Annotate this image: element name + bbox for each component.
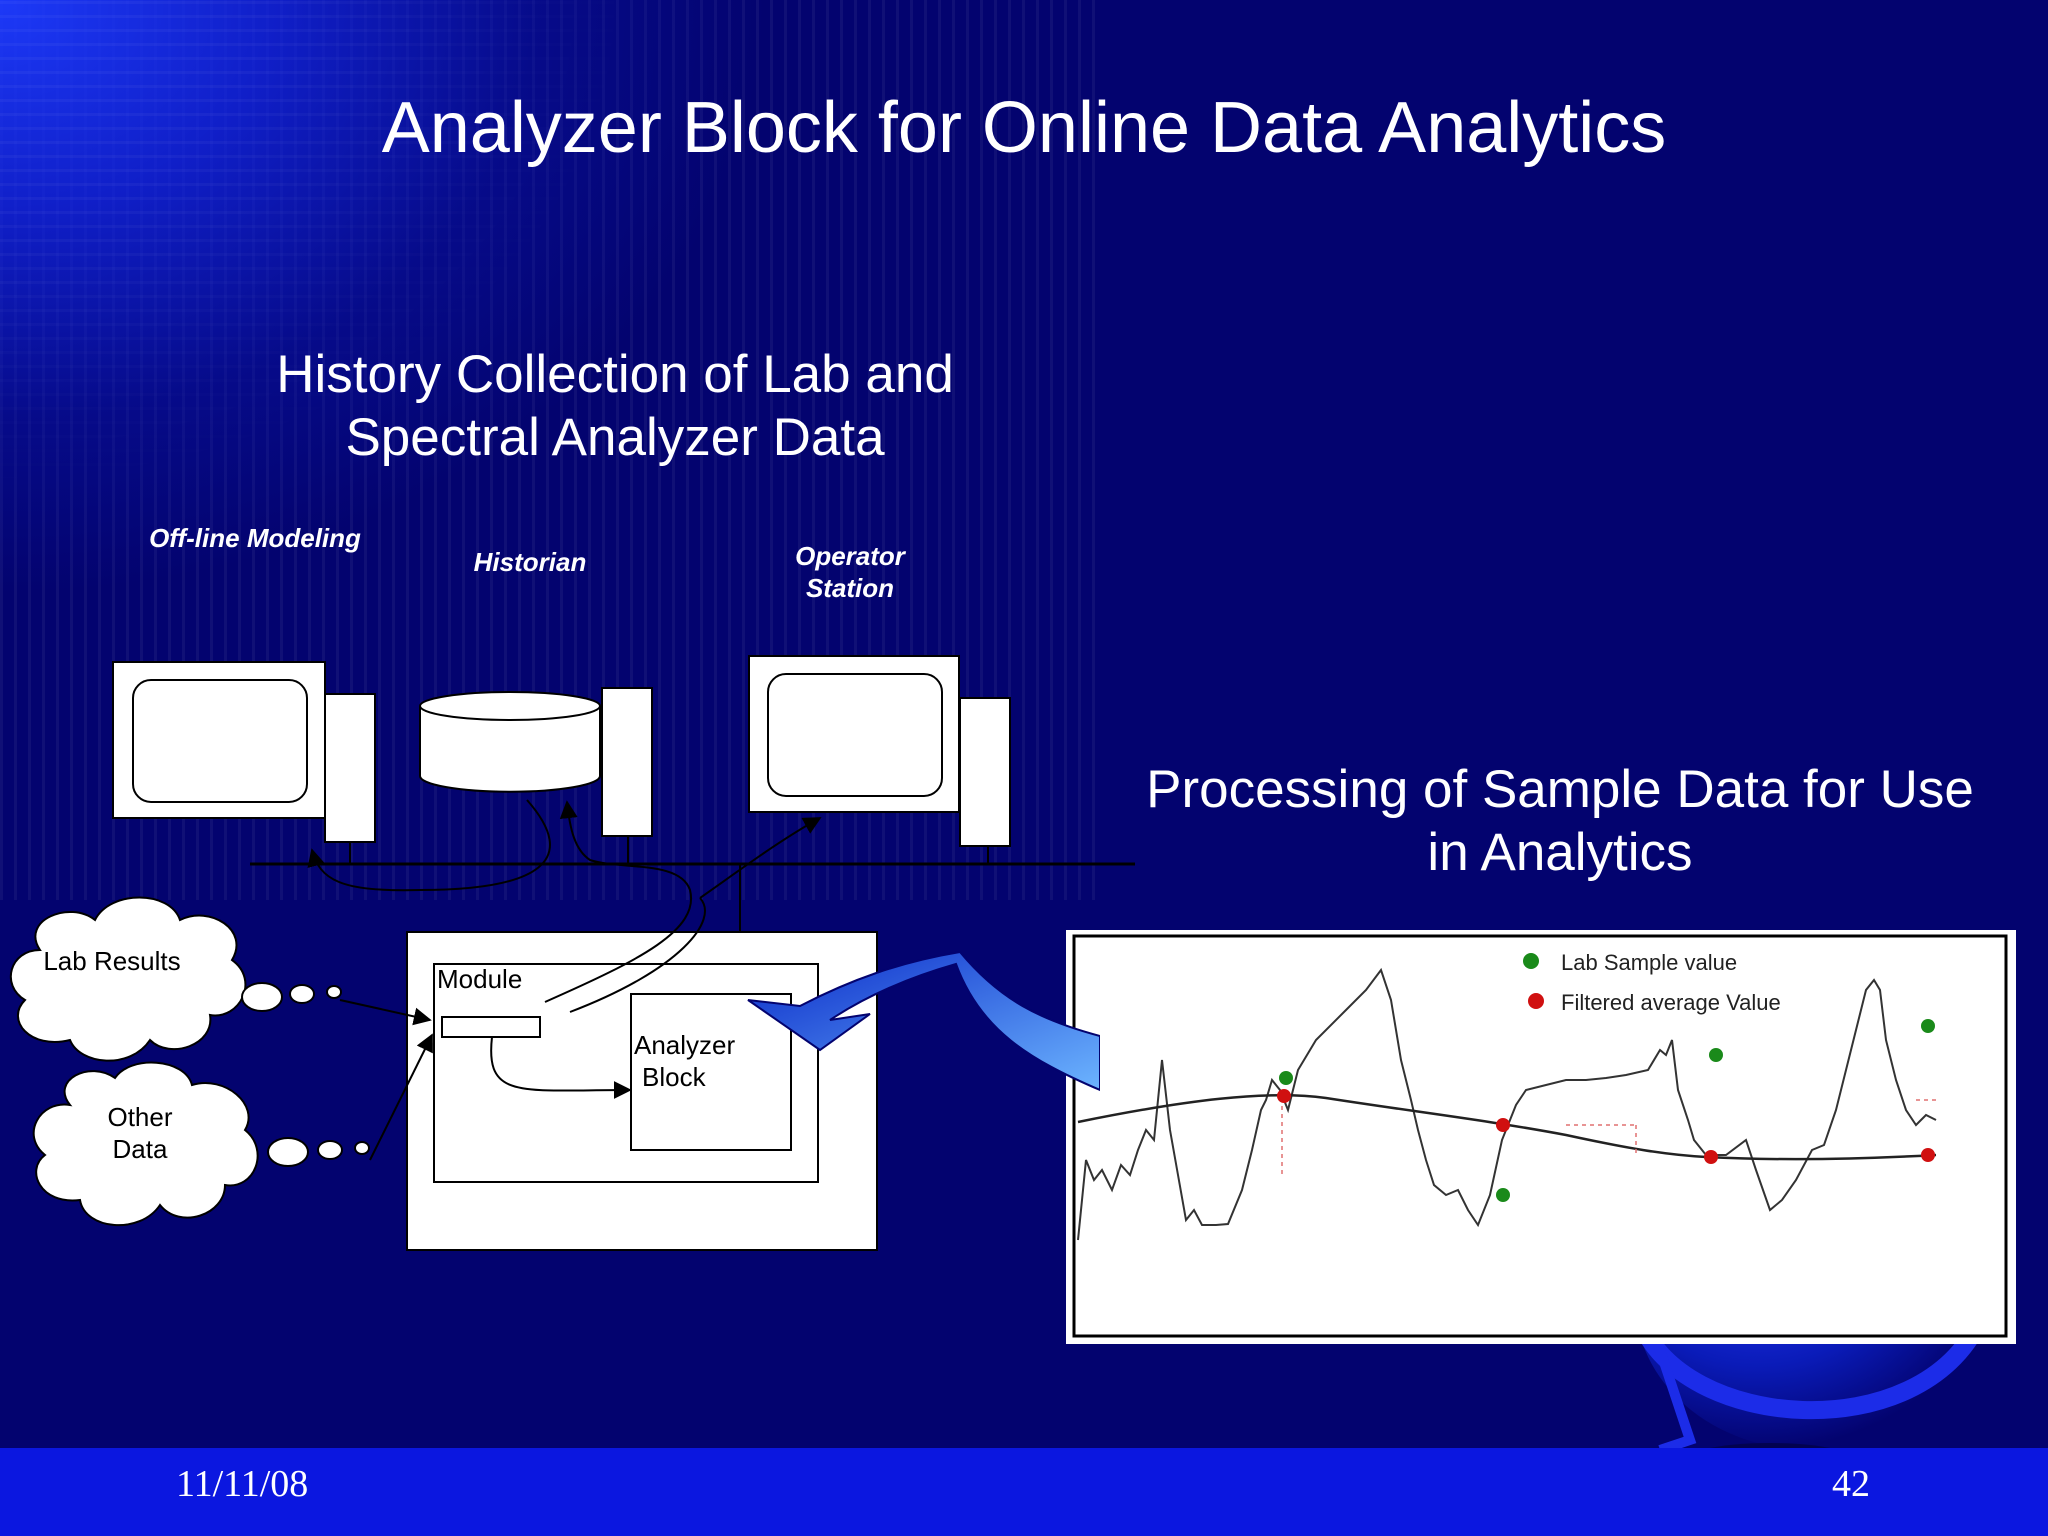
sample-point bbox=[1709, 1048, 1723, 1062]
filtered-point bbox=[1704, 1150, 1718, 1164]
sample-point bbox=[1496, 1188, 1510, 1202]
filtered-point bbox=[1921, 1148, 1935, 1162]
lab-results-cloud-icon bbox=[11, 898, 341, 1061]
sample-point bbox=[1279, 1071, 1293, 1085]
sample-data-chart: Lab Sample value Filtered average Value bbox=[1066, 930, 2016, 1344]
page-number: 42 bbox=[1832, 1462, 1870, 1506]
offline-modeling-computer-icon bbox=[113, 662, 375, 842]
legend-filtered-marker bbox=[1528, 993, 1544, 1009]
legend-filtered-label: Filtered average Value bbox=[1561, 990, 1781, 1015]
analyzer-block-label-2: Block bbox=[642, 1062, 707, 1092]
left-heading: History Collection of Lab and Spectral A… bbox=[200, 343, 1030, 469]
sample-point bbox=[1921, 1019, 1935, 1033]
other-data-label-2: Data bbox=[113, 1134, 168, 1164]
historian-database-icon bbox=[420, 688, 652, 836]
lab-results-label: Lab Results bbox=[43, 946, 180, 976]
operator-station-computer-icon bbox=[749, 656, 1010, 846]
other-data-cloud-icon bbox=[34, 1063, 369, 1226]
curved-arrow-icon bbox=[740, 940, 1100, 1100]
filtered-point bbox=[1277, 1089, 1291, 1103]
input-block bbox=[442, 1017, 540, 1037]
footer-date: 11/11/08 bbox=[176, 1462, 308, 1506]
module-label: Module bbox=[437, 964, 522, 994]
offline-modeling-label: Off-line Modeling bbox=[120, 522, 390, 554]
legend-sample-label: Lab Sample value bbox=[1561, 950, 1737, 975]
slide-title: Analyzer Block for Online Data Analytics bbox=[0, 86, 2048, 170]
filtered-point bbox=[1496, 1118, 1510, 1132]
other-data-label-1: Other bbox=[107, 1102, 172, 1132]
right-heading: Processing of Sample Data for Use in Ana… bbox=[1140, 758, 1980, 884]
historian-label: Historian bbox=[430, 546, 630, 578]
analyzer-block-label-1: Analyzer bbox=[634, 1030, 735, 1060]
operator-station-label: Operator Station bbox=[770, 540, 930, 604]
legend-sample-marker bbox=[1523, 953, 1539, 969]
